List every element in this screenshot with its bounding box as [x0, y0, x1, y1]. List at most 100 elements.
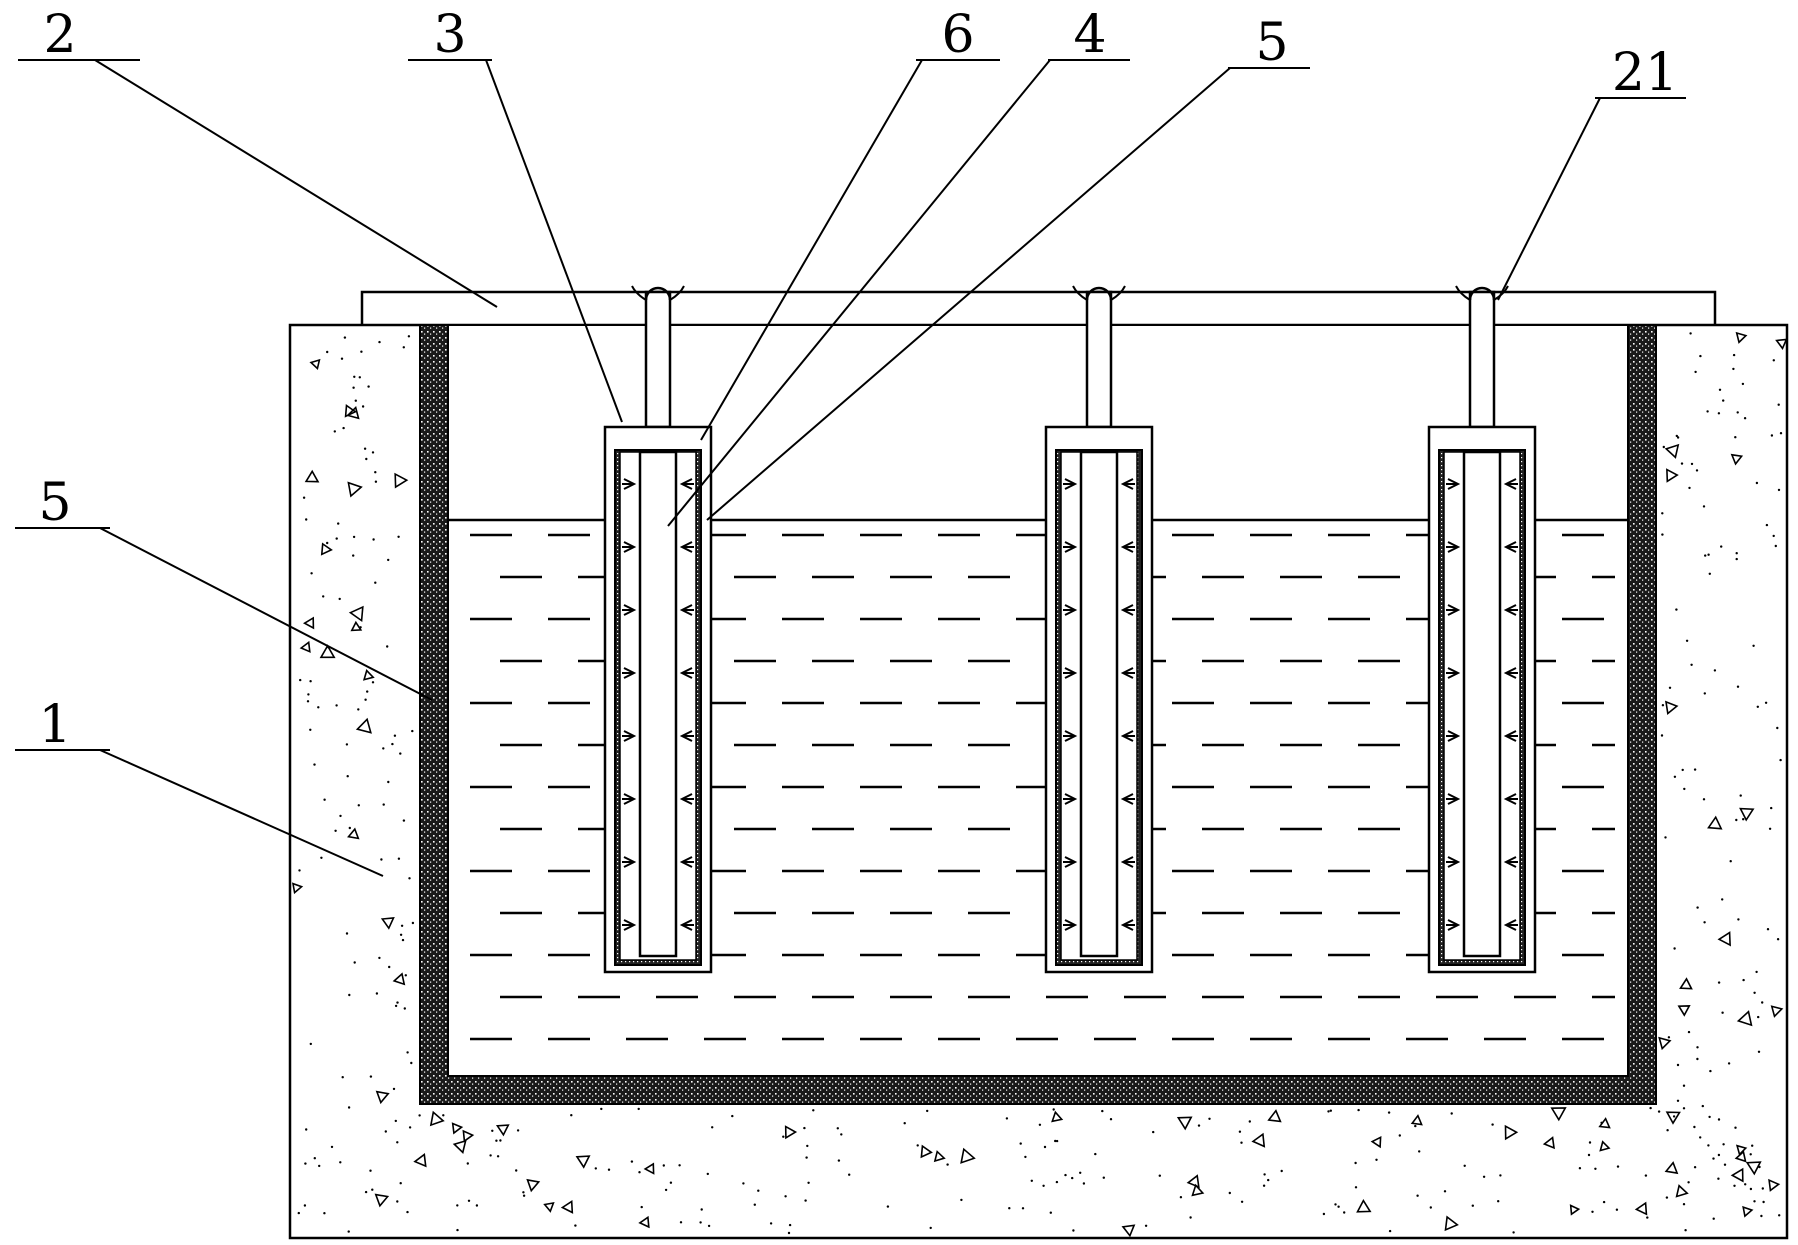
filler-mark — [622, 478, 637, 490]
filler-mark — [1503, 604, 1518, 616]
aggregate-mark — [350, 620, 363, 632]
aggregate-dot — [299, 678, 302, 682]
aggregate-dot — [1703, 921, 1706, 924]
filler-mark — [679, 856, 694, 868]
aggregate-dot — [1735, 557, 1738, 561]
aggregate-dot — [1758, 1165, 1761, 1169]
aggregate-dot — [1717, 1118, 1721, 1121]
aggregate-mark — [1770, 1005, 1784, 1018]
aggregate-dot — [343, 336, 347, 339]
filler-mark — [679, 730, 694, 742]
aggregate-dot — [326, 541, 329, 545]
aggregate-dot — [1704, 554, 1707, 557]
aggregate-dot — [345, 743, 349, 746]
aggregate-dot — [1030, 1179, 1034, 1183]
aggregate-dot — [399, 752, 402, 755]
aggregate-mark — [347, 481, 363, 498]
aggregate-dot — [757, 1189, 760, 1192]
aggregate-dot — [1753, 991, 1756, 994]
aggregate-dot — [358, 376, 361, 379]
aggregate-dot — [1334, 1203, 1337, 1206]
aggregate-dot — [1779, 432, 1783, 435]
aggregate-dot — [1735, 818, 1738, 822]
filler-mark — [622, 919, 637, 931]
aggregate-dot — [305, 518, 308, 521]
aggregate-dot — [1690, 462, 1694, 466]
filler-mark — [1120, 919, 1135, 931]
filler-mark — [679, 919, 694, 931]
aggregate-dot — [1471, 1204, 1475, 1207]
aggregate-mark — [960, 1147, 976, 1164]
aggregate-dot — [1743, 417, 1747, 420]
hanger-clip — [1455, 285, 1509, 301]
aggregate-mark — [1251, 1132, 1266, 1148]
aggregate-mark — [1745, 1161, 1762, 1176]
aggregate-dot — [1054, 1139, 1057, 1143]
aggregate-dot — [323, 1212, 326, 1215]
aggregate-mark — [638, 1215, 650, 1229]
aggregate-dot — [1329, 1109, 1333, 1112]
aggregate-dot — [742, 1182, 745, 1185]
aggregate-dot — [522, 1191, 525, 1194]
aggregate-mark — [302, 616, 315, 630]
aggregate-dot — [848, 1173, 851, 1176]
aggregate-mark — [1542, 1136, 1555, 1150]
aggregate-mark — [1730, 453, 1744, 466]
aggregate-dot — [489, 1154, 492, 1157]
callout-label: 4 — [1073, 5, 1106, 65]
aggregate-dot — [353, 375, 356, 378]
aggregate-dot — [1071, 1176, 1074, 1180]
aggregate-dot — [1676, 1063, 1680, 1067]
hanger-hook — [644, 286, 672, 301]
aggregate-dot — [1693, 1125, 1696, 1129]
aggregate-dot — [1343, 1211, 1346, 1214]
aggregate-dot — [1760, 1214, 1763, 1218]
aggregate-dot — [323, 798, 326, 801]
aggregate-dot — [1649, 1106, 1652, 1110]
aggregate-dot — [1661, 512, 1664, 515]
callout-label: 3 — [433, 5, 466, 65]
aggregate-dot — [607, 1168, 611, 1171]
aggregate-mark — [462, 1129, 475, 1143]
aggregate-dot — [1499, 1174, 1502, 1177]
aggregate-dot — [408, 1126, 412, 1129]
aggregate-dot — [664, 1188, 668, 1192]
aggregate-dot — [496, 1155, 500, 1158]
aggregate-dot — [467, 1199, 471, 1203]
aggregate-dot — [1693, 1166, 1697, 1169]
aggregate-dot — [320, 856, 323, 859]
aggregate-dot — [387, 780, 390, 784]
aggregate-dot — [313, 1157, 316, 1160]
aggregate-dot — [411, 921, 415, 925]
aggregate-dot — [1707, 553, 1710, 556]
aggregate-dot — [812, 1109, 815, 1112]
aggregate-dot — [515, 1169, 518, 1172]
aggregate-dot — [418, 1114, 421, 1117]
aggregate-dot — [1776, 726, 1779, 730]
aggregate-dot — [1737, 918, 1740, 921]
aggregate-dot — [1696, 906, 1699, 909]
aggregate-dot — [384, 1130, 387, 1133]
filler-mark — [622, 856, 637, 868]
aggregate-dot — [1263, 1173, 1266, 1176]
aggregate-mark — [348, 605, 364, 623]
aggregate-dot — [1729, 860, 1732, 863]
aggregate-dot — [309, 728, 312, 731]
aggregate-dot — [1770, 806, 1773, 810]
aggregate-mark — [1550, 1107, 1567, 1122]
aggregate-dot — [1672, 1115, 1676, 1118]
aggregate-dot — [1052, 1108, 1055, 1111]
aggregate-mark — [1444, 1215, 1459, 1232]
aggregate-mark — [543, 1201, 555, 1213]
aggregate-dot — [408, 877, 411, 880]
aggregate-dot — [1354, 1186, 1358, 1189]
aggregate-dot — [1158, 1174, 1162, 1177]
aggregate-dot — [1375, 1158, 1378, 1162]
aggregate-dot — [466, 1162, 469, 1165]
aggregate-dot — [637, 1107, 640, 1111]
aggregate-dot — [304, 1162, 307, 1165]
aggregate-dot — [402, 819, 406, 822]
aggregate-dot — [1322, 1212, 1326, 1216]
aggregate-dot — [1770, 434, 1774, 437]
